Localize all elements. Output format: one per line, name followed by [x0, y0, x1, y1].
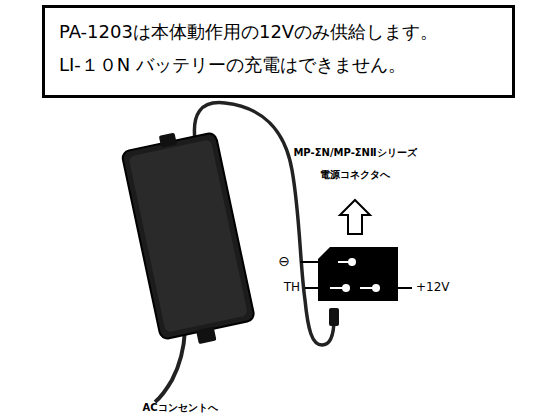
notice-box: PA-1203は本体動作用の12Vのみ供給します。 LI-１０N バッテリーの充電… [42, 5, 515, 98]
up-arrow [340, 200, 370, 234]
pin-name: +12V [416, 281, 450, 294]
pin [348, 258, 356, 266]
pin-lead [305, 287, 328, 289]
outlet-label: ACコンセントへ [142, 402, 217, 413]
notice-text: LI-１０N バッテリーの充電はできません。 [59, 53, 498, 76]
series-label: MP-ΣN/MP-ΣNⅡシリーズ [293, 147, 416, 158]
pin [342, 284, 350, 292]
connector-label: 電源コネクタへ [320, 169, 390, 180]
pin-lead [300, 261, 336, 263]
pin-name: ⊖ [278, 254, 290, 269]
pin [372, 284, 380, 292]
dc-plug [329, 308, 339, 326]
adapter-body [120, 124, 258, 351]
ac-cord [155, 330, 185, 402]
connector-face [318, 247, 398, 301]
notice-text: PA-1203は本体動作用の12Vのみ供給します。 [59, 20, 498, 43]
pin-name: TH [284, 281, 300, 294]
